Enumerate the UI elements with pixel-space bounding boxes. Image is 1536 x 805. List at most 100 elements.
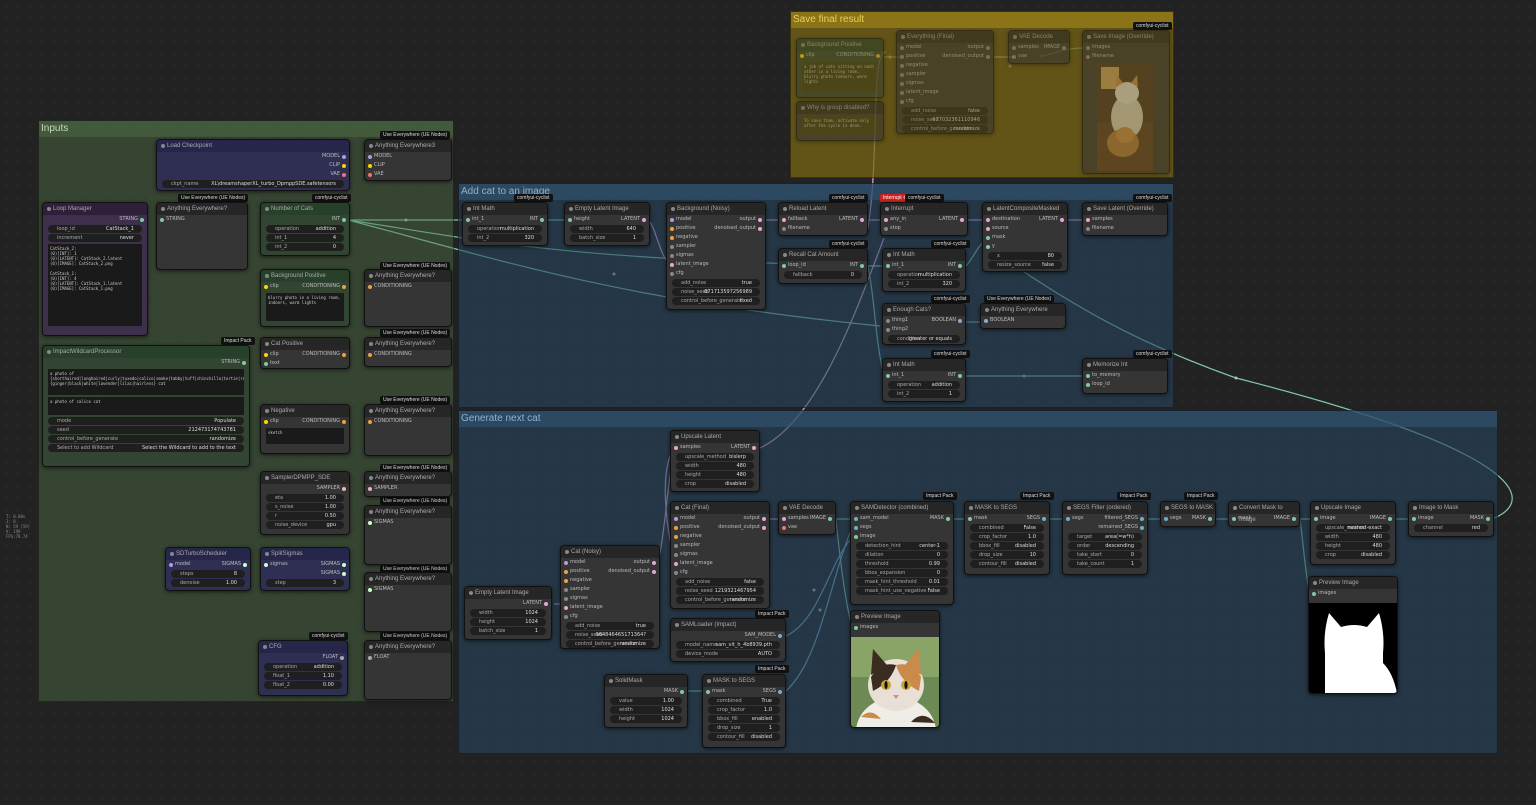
impact-wildcard-node[interactable]: ImpactWildcardProcessor STRING a photo o…	[42, 345, 250, 467]
populated-text[interactable]: a photo of calico cat	[48, 397, 244, 415]
anything-everywhere-string-node[interactable]: Anything Everywhere? STRING	[156, 202, 248, 270]
anything-everywhere-bool-node[interactable]: Anything Everywhere BOOLEAN	[980, 303, 1066, 329]
memorize-int-node[interactable]: Memorize Int to_memory loop_id	[1082, 358, 1168, 394]
anything-everywhere-cond3-node[interactable]: Anything Everywhere? CONDITIONING	[364, 404, 452, 456]
prompt-text[interactable]: a job of cats sitting on each other in a…	[802, 62, 878, 92]
anything-everywhere-cond2-node[interactable]: Anything Everywhere? CONDITIONING	[364, 337, 452, 367]
save-latent-node[interactable]: Save Latent (Override) samples filename	[1082, 202, 1168, 236]
anything-everywhere-sampler-node[interactable]: Anything Everywhere? SAMPLER	[364, 471, 452, 497]
negative-text[interactable]: sketch	[266, 428, 344, 444]
output-slot[interactable]	[342, 172, 346, 177]
output-slot[interactable]	[342, 163, 346, 168]
why-disabled-note-node[interactable]: Why is group disabled? To save time, act…	[796, 101, 884, 141]
preview-image-node[interactable]: Preview Image images	[850, 610, 940, 728]
prompt-text[interactable]: blurry photo in a living room, indoors, …	[266, 293, 344, 321]
